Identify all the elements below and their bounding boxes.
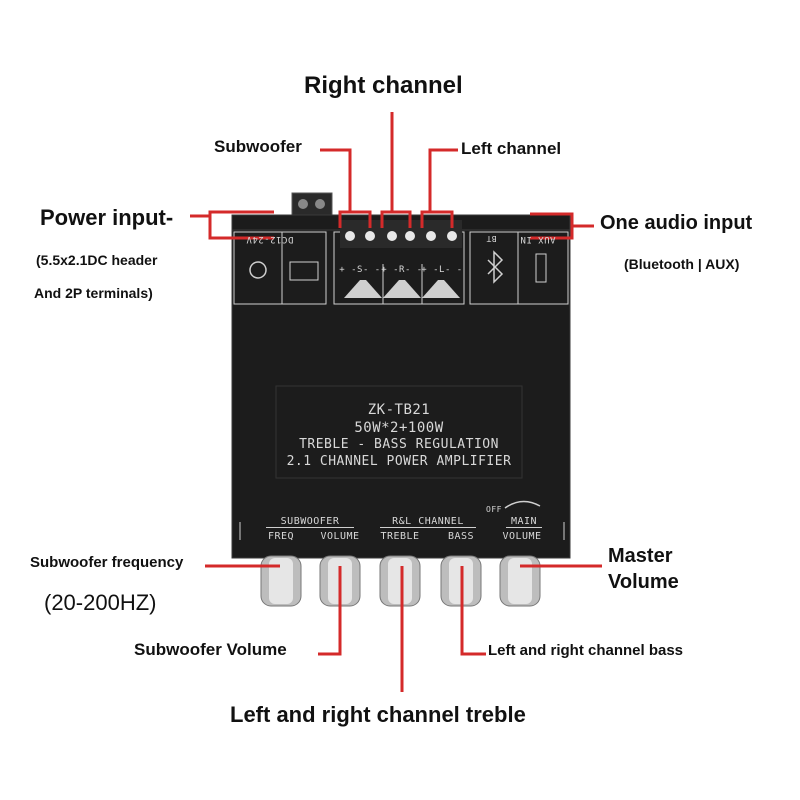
label-audio-input: One audio input — [600, 212, 753, 234]
bluetooth-icon — [487, 250, 504, 284]
board-center-frame — [275, 385, 523, 479]
speaker-screw-l-plus — [426, 231, 436, 241]
speaker-screw-r-plus — [387, 231, 397, 241]
label-master-volume-1: Master — [608, 545, 673, 567]
speaker-label-s: + -S- - — [339, 265, 381, 275]
off-label: OFF — [486, 505, 502, 514]
leader-power-bracket — [208, 210, 274, 240]
speaker-icon-l — [422, 280, 460, 298]
speaker-screw-s-plus — [345, 231, 355, 241]
dc-input-label: DC12-24V — [246, 234, 294, 244]
label-right-channel: Right channel — [304, 72, 463, 99]
aux-jack-icon — [535, 253, 547, 283]
label-sub-volume: Subwoofer Volume — [134, 640, 287, 659]
terminal-icon — [289, 261, 319, 281]
label-sub-freq-range: (20-200HZ) — [44, 590, 157, 615]
speaker-screw-l-minus — [447, 231, 457, 241]
knob-label-sub-volume: VOLUME — [320, 531, 360, 542]
leader-left-channel-2 — [430, 210, 454, 228]
power-terminal-screw — [298, 199, 308, 209]
label-lr-treble: Left and right channel treble — [230, 702, 526, 727]
board-power-rating: 50W*2+100W — [354, 420, 444, 436]
label-left-channel: Left channel — [461, 139, 562, 158]
bt-aux-box — [469, 231, 569, 305]
speaker-terminal-block — [340, 220, 462, 248]
group-label-rl-channel: R&L CHANNEL — [380, 516, 476, 528]
label-master-volume-2: Volume — [608, 571, 679, 593]
speaker-icon-r — [383, 280, 421, 298]
speaker-label-r: + -R- - — [381, 265, 423, 275]
label-sub-frequency: Subwoofer frequency — [30, 554, 184, 571]
label-subwoofer: Subwoofer — [214, 137, 302, 156]
power-terminal-screw — [315, 199, 325, 209]
aux-input-label: AUX IN — [520, 234, 556, 244]
speaker-icon-s — [344, 280, 382, 298]
group-label-main: MAIN — [506, 516, 542, 528]
leader-bass — [460, 566, 486, 656]
main-volume-arc-icon — [504, 500, 541, 509]
bt-mark: BT — [486, 234, 497, 243]
knob-label-freq: FREQ — [267, 531, 295, 542]
speaker-screw-s-minus — [365, 231, 375, 241]
leader-sub-volume — [318, 566, 342, 656]
speaker-screw-r-minus — [405, 231, 415, 241]
knob-label-main-volume: VOLUME — [502, 531, 542, 542]
label-lr-bass: Left and right channel bass — [488, 642, 684, 659]
board-model: ZK-TB21 — [367, 402, 431, 418]
label-power-input: Power input- — [40, 205, 174, 230]
knob-sub-freq[interactable] — [260, 555, 302, 607]
speaker-label-l: + -L- - — [421, 265, 463, 275]
power-terminal-block — [291, 192, 333, 219]
knob-label-bass: BASS — [447, 531, 475, 542]
dc-jack-icon — [249, 261, 267, 279]
leader-right-channel — [380, 112, 394, 228]
label-power-sub2: And 2P terminals) — [34, 285, 153, 301]
leader-audio-bracket — [530, 212, 574, 240]
knob-treble[interactable] — [379, 555, 421, 607]
knob-main-volume[interactable] — [499, 555, 541, 607]
label-power-sub1: (5.5x2.1DC header — [36, 252, 158, 268]
dc-input-box — [233, 231, 327, 305]
knob-label-treble: TREBLE — [380, 531, 420, 542]
board-amplifier-text: 2.1 CHANNEL POWER AMPLIFIER — [286, 454, 512, 469]
group-label-subwoofer: SUBWOOFER — [266, 516, 354, 528]
board-regulation-text: TREBLE - BASS REGULATION — [299, 437, 499, 452]
label-audio-sub: (Bluetooth | AUX) — [624, 256, 740, 272]
leader-subwoofer-2 — [350, 210, 372, 228]
leader-right-channel-2 — [392, 210, 412, 228]
